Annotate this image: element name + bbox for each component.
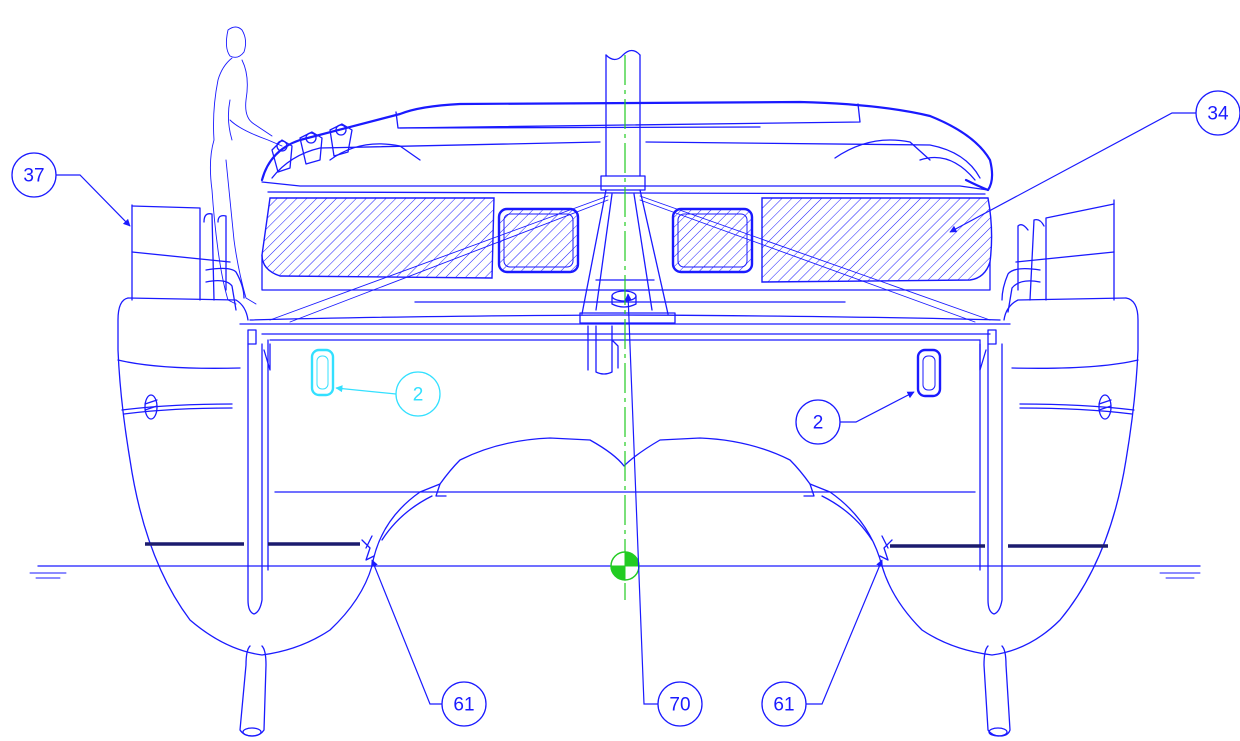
hull-left [117, 297, 373, 737]
mast [605, 49, 641, 177]
hull-right [881, 297, 1139, 737]
transom-handle-right [916, 348, 942, 398]
callout-61-left: 61 [371, 559, 487, 727]
callout-34-label: 34 [1207, 104, 1229, 125]
callout-2-label: 2 [813, 413, 824, 434]
callout-70-label: 70 [669, 695, 690, 716]
boot-stripes [145, 542, 1108, 548]
callout-2-highlighted: 2 [335, 371, 441, 417]
stern-pulpit-left [131, 204, 245, 311]
callout-70: 70 [624, 293, 703, 727]
cabin-windows [261, 197, 993, 283]
bridgedeck-tunnel [267, 339, 981, 571]
callout-37-label: 37 [23, 166, 44, 187]
callout-2-highlighted-label: 2 [413, 385, 424, 406]
callout-34: 34 [949, 90, 1240, 233]
winches [271, 123, 353, 173]
callout-37: 37 [11, 152, 131, 227]
callout-61-left-label: 61 [453, 695, 474, 716]
bimini-hardtop [260, 100, 994, 195]
callout-2: 2 [795, 391, 915, 445]
rigging [269, 195, 991, 323]
callout-61-right: 61 [761, 559, 883, 727]
callout-61-right-label: 61 [773, 695, 794, 716]
stern-pulpit-right [1001, 199, 1115, 313]
transom-handle-left [310, 348, 335, 397]
center-of-gravity-icon [610, 551, 640, 581]
